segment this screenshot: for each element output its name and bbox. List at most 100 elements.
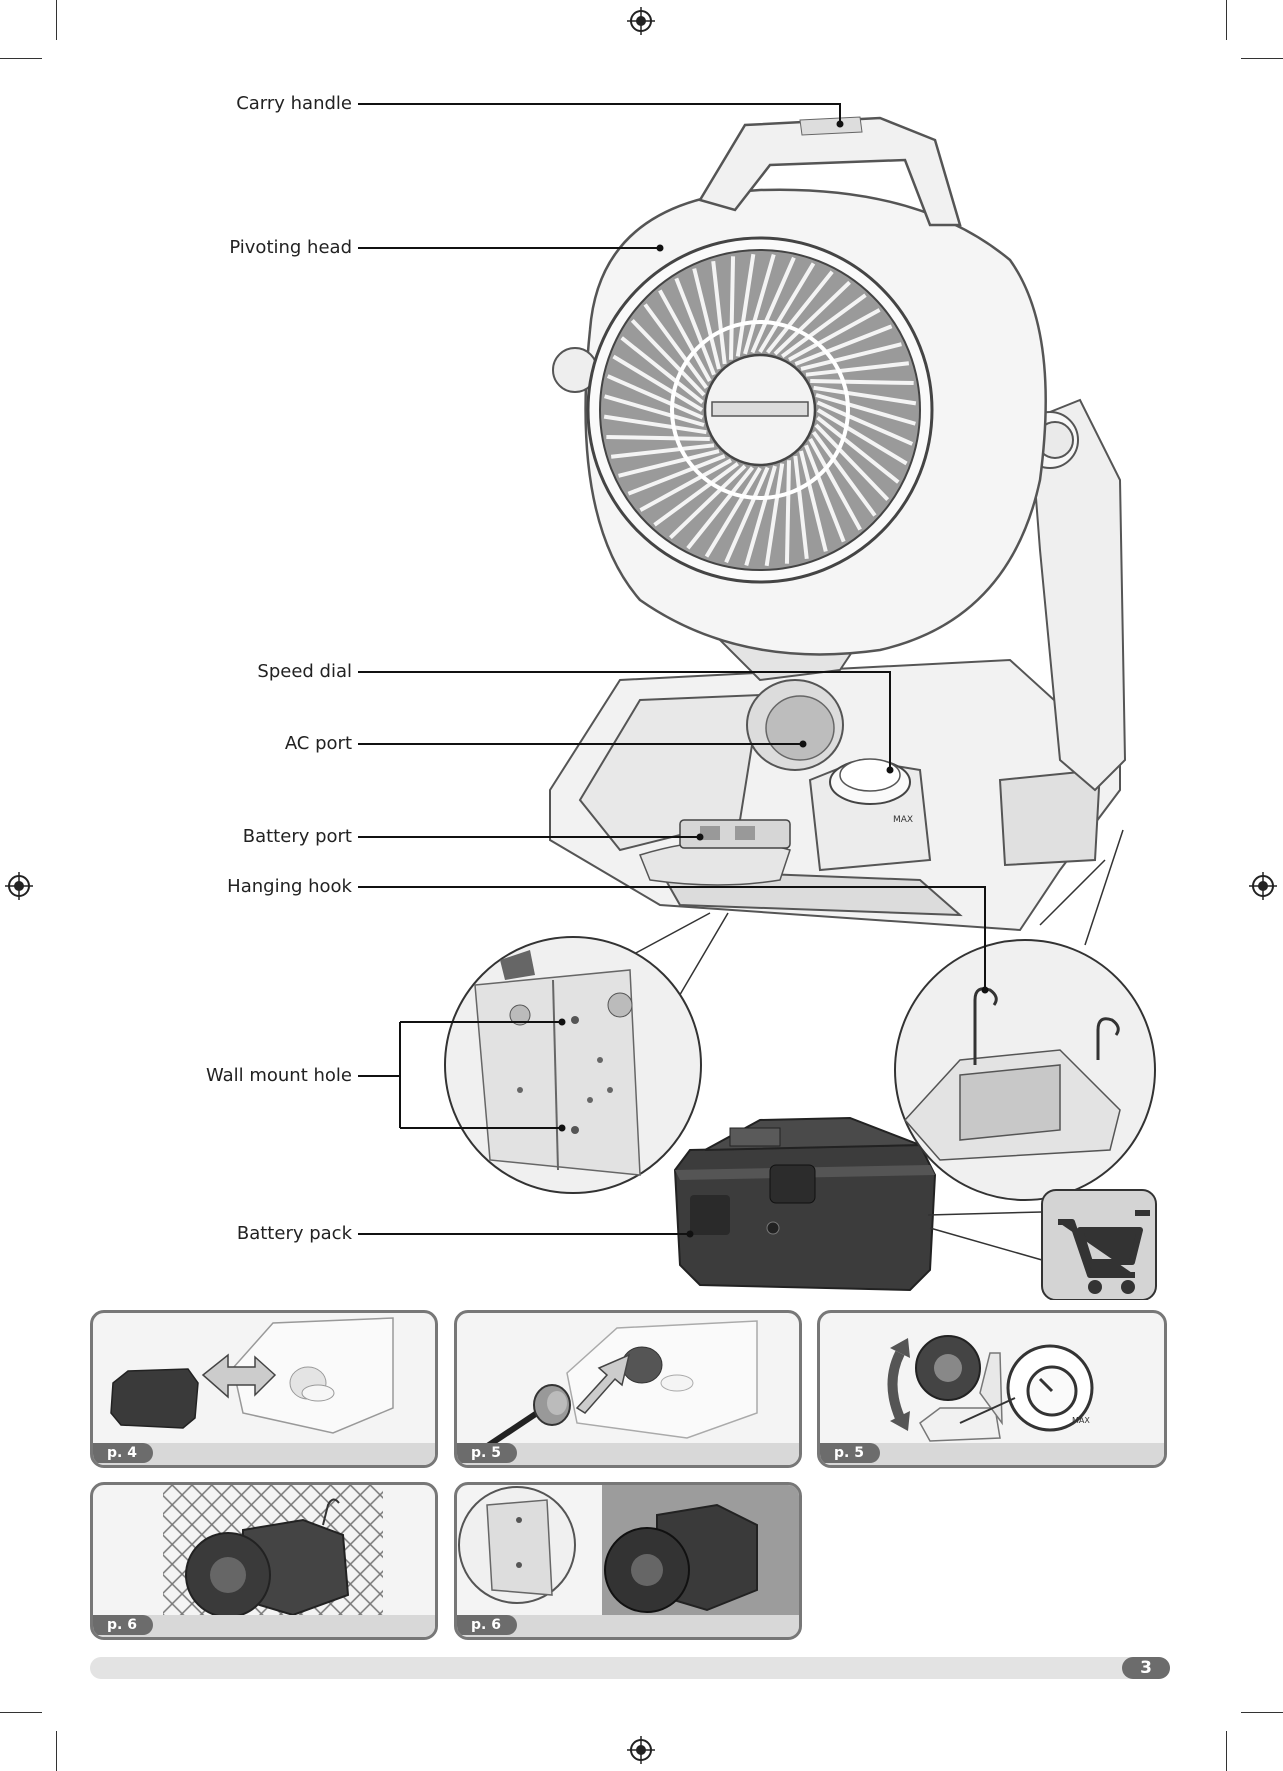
grille-spoke <box>766 270 834 354</box>
wall-mount-illustration <box>458 1485 799 1637</box>
label-ac-port: AC port <box>284 733 352 754</box>
grille-spoke <box>804 444 846 543</box>
grille-spoke <box>805 361 910 377</box>
grille-spoke <box>711 260 727 365</box>
page-ref-tag: p. 5 <box>820 1443 880 1463</box>
label-pivoting-head: Pivoting head <box>229 237 352 258</box>
ref-panel-ac-port: p. 5 <box>454 1310 802 1468</box>
crop-mark <box>1226 0 1227 40</box>
label-carry-handle: Carry handle <box>236 93 352 114</box>
grille-spoke <box>674 277 716 376</box>
grille-spoke <box>781 293 867 359</box>
wall-mount-zoom <box>444 912 729 1194</box>
panel-strip <box>93 1443 435 1465</box>
grille-spoke <box>618 449 720 478</box>
hanging-hook-zoom <box>894 829 1156 1201</box>
shopping-cart-icon <box>927 1189 1157 1300</box>
footer-bar <box>90 1657 1170 1679</box>
grille-spoke <box>620 336 704 404</box>
dial-max-label: MAX <box>1072 1416 1090 1425</box>
battery-pack <box>673 1116 937 1292</box>
crop-mark <box>1226 1731 1227 1771</box>
grille-spoke <box>603 414 707 435</box>
hanging-illustration <box>163 1485 383 1618</box>
crop-mark <box>56 1731 57 1771</box>
ref-panel-wall-mount: p. 6 <box>454 1482 802 1640</box>
pivot-dial-illustration: MAX <box>887 1335 1094 1442</box>
label-wall-mount-hole: Wall mount hole <box>205 1065 352 1086</box>
crop-mark <box>1241 58 1283 59</box>
grille-spoke <box>784 460 791 564</box>
page-ref-tag: p. 4 <box>93 1443 153 1463</box>
grille-spoke <box>810 379 914 386</box>
grille-spoke <box>773 280 851 356</box>
ac-plug-illustration <box>475 1320 758 1456</box>
pivoting-head <box>552 188 1047 656</box>
label-speed-dial: Speed dial <box>257 661 352 682</box>
grille-spoke <box>794 324 893 366</box>
page-ref-tag: p. 6 <box>93 1615 153 1635</box>
panel-strip <box>820 1443 1164 1465</box>
grille-spoke <box>816 416 900 484</box>
fan-diagram: MAX <box>358 103 1157 1300</box>
leader-dots <box>558 120 989 1238</box>
grille-spoke <box>811 431 877 517</box>
page-number: 3 <box>1122 1657 1170 1679</box>
battery-port <box>639 819 791 886</box>
grille-spoke <box>724 466 770 564</box>
speed-dial: MAX <box>808 758 932 872</box>
grille-spoke <box>815 393 916 426</box>
fan-grille <box>603 253 917 567</box>
grille-spoke <box>643 303 709 389</box>
label-battery-pack: Battery pack <box>236 1223 352 1244</box>
crop-mark <box>0 58 42 59</box>
registration-mark-icon <box>1249 872 1277 900</box>
label-battery-port: Battery port <box>242 826 352 847</box>
grille-spoke <box>814 423 890 501</box>
page-ref-tag: p. 5 <box>457 1443 517 1463</box>
grille-spoke <box>813 385 917 406</box>
grille-spoke <box>764 463 785 567</box>
grille-spoke <box>630 319 706 397</box>
battery-insert-illustration <box>110 1317 394 1434</box>
ref-panel-speed-dial: MAX p. 5 <box>817 1310 1167 1468</box>
ac-port <box>746 679 844 771</box>
grille-spoke <box>743 254 776 355</box>
panel-strip <box>93 1615 435 1637</box>
grille-spoke <box>604 394 705 427</box>
grille-spoke <box>639 458 732 512</box>
ref-panel-hanging: p. 6 <box>90 1482 438 1640</box>
grille-spoke <box>692 268 721 370</box>
grille-spoke <box>744 465 777 566</box>
grille-spoke <box>610 443 715 459</box>
grille-spoke <box>758 262 816 354</box>
grille-spoke <box>799 450 828 552</box>
grille-spoke <box>606 374 704 420</box>
grille-spoke <box>788 308 881 362</box>
grille-spoke <box>653 461 739 527</box>
crop-mark <box>1241 1712 1283 1713</box>
grille-spoke <box>800 342 902 371</box>
ref-panel-battery: p. 4 <box>90 1310 438 1468</box>
grille-spoke <box>816 408 908 466</box>
page-ref-tag: p. 6 <box>457 1615 517 1635</box>
grille-spoke <box>658 289 712 382</box>
carry-handle <box>698 116 962 227</box>
grille-spoke <box>606 434 710 441</box>
registration-mark-icon <box>627 7 655 35</box>
grille-spoke <box>612 354 704 412</box>
grille-spoke <box>808 438 862 531</box>
grille-spoke <box>627 454 726 496</box>
grille-spoke <box>735 253 756 357</box>
grille-spoke <box>729 256 736 360</box>
rotate-arrow-icon <box>887 1350 905 1420</box>
registration-mark-icon <box>5 872 33 900</box>
panel-strip <box>457 1443 799 1465</box>
crop-mark <box>0 1712 42 1713</box>
grille-spoke <box>816 400 914 446</box>
grille-spoke <box>686 466 754 550</box>
label-hanging-hook: Hanging hook <box>227 876 352 897</box>
grille-spoke <box>669 464 747 540</box>
crop-mark <box>56 0 57 40</box>
leader-lines <box>358 103 986 1235</box>
